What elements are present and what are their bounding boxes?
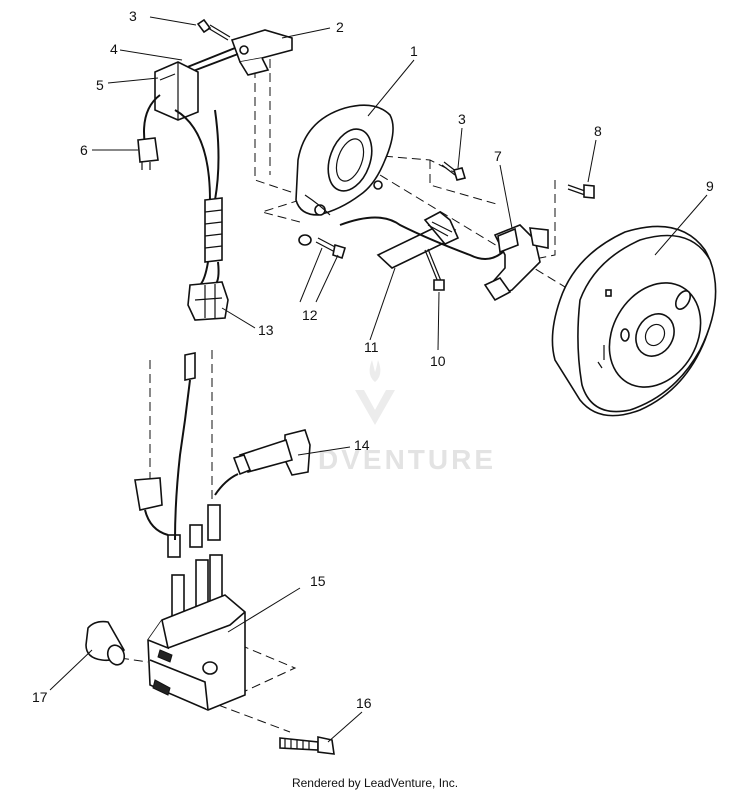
callout-3-top: 3 [129, 8, 137, 24]
callout-15: 15 [310, 573, 326, 589]
plug-connector [137, 137, 159, 170]
callout-4: 4 [110, 41, 118, 57]
callout-13: 13 [258, 322, 274, 338]
pickup-coil [339, 211, 506, 269]
callout-5: 5 [96, 77, 104, 93]
footer-credit: Rendered by LeadVenture, Inc. [291, 776, 459, 790]
callout-17: 17 [32, 689, 48, 705]
callout-12: 12 [302, 307, 318, 323]
ignition-coil [147, 504, 246, 711]
stator-plate [295, 104, 394, 216]
rubber-cap [85, 620, 126, 666]
spark-plug-cap [214, 429, 311, 496]
screw-middle [441, 161, 467, 181]
callout-1: 1 [410, 43, 418, 59]
screw-washer [298, 234, 346, 260]
callout-14: 14 [354, 437, 370, 453]
trigger-coil [483, 224, 549, 302]
screw-bottom [424, 248, 445, 291]
wire-harness [143, 47, 239, 286]
bracket-clamp [230, 29, 293, 76]
leader-lines [49, 16, 708, 743]
watermark-text: DVENTURE [318, 444, 496, 475]
callout-7: 7 [494, 148, 502, 164]
coil-lead [134, 352, 196, 541]
callout-16: 16 [356, 695, 372, 711]
screw-top-left [196, 18, 231, 41]
screw-right [567, 184, 595, 199]
connector-block [187, 281, 229, 321]
leadventure-watermark: DVENTURE [318, 360, 496, 475]
callout-10: 10 [430, 353, 446, 369]
callout-9: 9 [706, 178, 714, 194]
callout-11: 11 [364, 339, 379, 355]
mounting-bolt [279, 736, 335, 755]
callout-numbers: 3 2 4 5 6 1 3 8 7 9 12 11 10 13 14 15 16… [32, 8, 714, 711]
callout-6: 6 [80, 142, 88, 158]
flywheel [551, 225, 717, 417]
callout-3-middle: 3 [458, 111, 466, 127]
callout-2: 2 [336, 19, 344, 35]
callout-8: 8 [594, 123, 602, 139]
